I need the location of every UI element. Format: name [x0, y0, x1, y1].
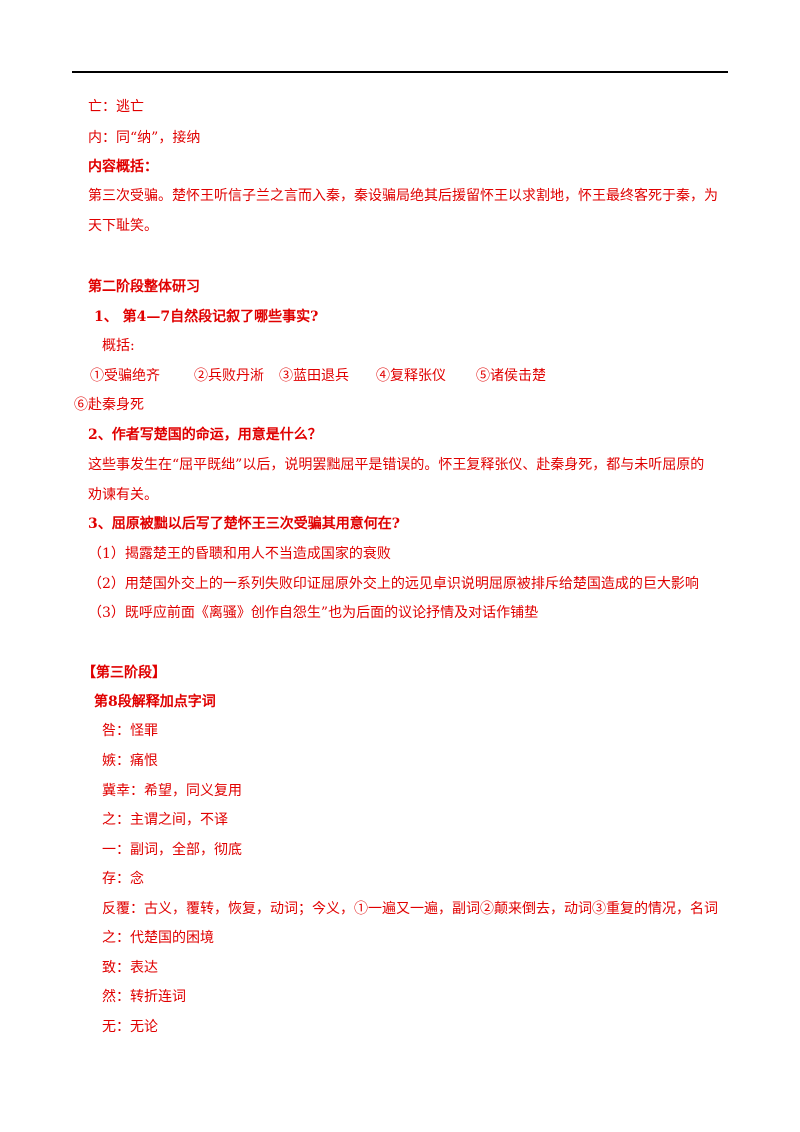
fact-6: ⑥赴秦身死 [74, 397, 144, 413]
fact-4: ④复释张仪 [376, 368, 446, 384]
answer-3-1: （1）揭露楚王的昏聩和用人不当造成国家的衰败 [88, 546, 391, 562]
fact-1: ①受骗绝齐 [90, 368, 160, 384]
fact-3: ③蓝田退兵 [279, 368, 349, 384]
gloss-ran: 然：转折连词 [102, 989, 186, 1005]
gloss-zhi-1: 之：主谓之间，不译 [102, 812, 228, 828]
gloss-cun: 存：念 [102, 871, 144, 887]
gloss-jixing: 冀幸：希望，同义复用 [102, 783, 242, 799]
gloss-yi: 一：副词，全部，彻底 [102, 842, 242, 858]
gloss-zhi-2: 之：代楚国的困境 [102, 930, 214, 946]
gloss-zhi-4: 致：表达 [102, 960, 158, 976]
fact-5: ⑤诸侯击楚 [476, 368, 546, 384]
gloss-wang: 亡：逃亡 [88, 99, 144, 115]
para8-heading: 第8段解释加点字词 [94, 694, 216, 710]
header-rule [72, 71, 728, 73]
gloss-na: 内：同“纳”，接纳 [88, 130, 201, 146]
gloss-jiu: 咎：怪罪 [102, 723, 158, 739]
answer-3-3: （3）既呼应前面《离骚》创作自怨生”也为后面的议论抒情及对话作铺垫 [88, 605, 539, 621]
summary-text-cont: 天下耻笑。 [88, 218, 158, 234]
gloss-wu: 无：无论 [102, 1019, 158, 1035]
gloss-ji: 嫉：痛恨 [102, 753, 158, 769]
gloss-fanfu: 反覆：古义，覆转，恢复，动词；今义，①一遍又一遍，副词②颠来倒去，动词③重复的情… [102, 901, 718, 917]
section-heading-3: 【第三阶段】 [82, 665, 166, 681]
question-2: 2、作者写楚国的命运，用意是什么？ [88, 427, 322, 443]
summary-heading: 内容概括： [88, 159, 158, 175]
question-3: 3、屈原被黜以后写了楚怀王三次受骗其用意何在? [88, 516, 400, 532]
question-1: 1、 第4—7自然段记叙了哪些事实? [94, 309, 319, 325]
summary-label: 概括: [102, 338, 135, 354]
fact-2: ②兵败丹淅 [194, 368, 264, 384]
summary-text: 第三次受骗。楚怀王听信子兰之言而入秦，秦设骗局绝其后援留怀王以求割地，怀王最终客… [88, 188, 718, 204]
answer-3-2: （2）用楚国外交上的一系列失败印证屈原外交上的远见卓识说明屈原被排斥给楚国造成的… [88, 576, 699, 592]
answer-2: 这些事发生在“屈平既绌”以后，说明罢黜屈平是错误的。怀王复释张仪、赴秦身死，都与… [88, 457, 705, 473]
answer-2-cont: 劝谏有关。 [88, 487, 158, 503]
section-heading-2: 第二阶段整体研习 [88, 279, 200, 295]
